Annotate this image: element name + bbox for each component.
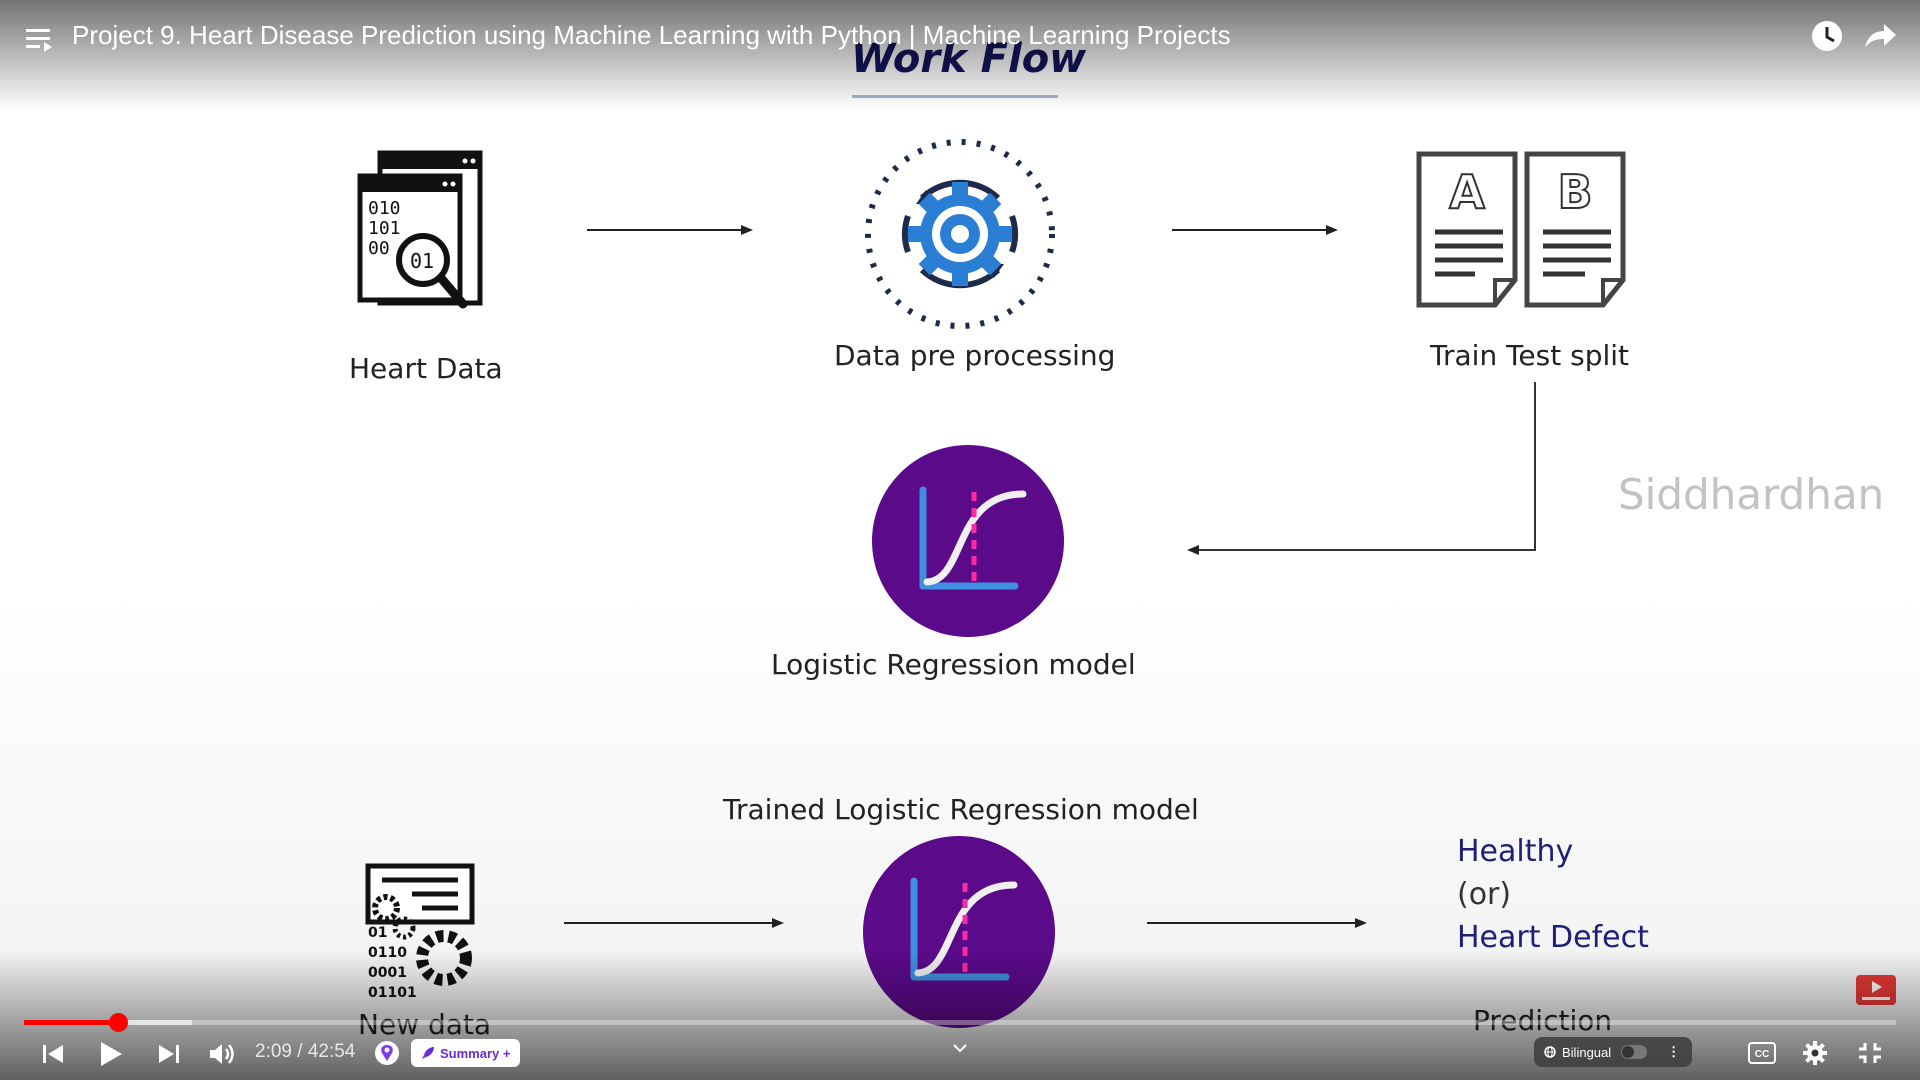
arrow-right	[1147, 918, 1367, 928]
bilingual-label: Bilingual	[1562, 1044, 1612, 1060]
more-options-icon[interactable]: ⋮	[1667, 1044, 1681, 1059]
doc-a-letter: A	[1449, 165, 1485, 219]
time-display: 2:09 / 42:54	[255, 1041, 355, 1063]
arrow-elbow	[1187, 382, 1536, 555]
summary-button[interactable]: Summary +	[411, 1039, 521, 1067]
time-current: 2:09	[255, 1041, 292, 1062]
new-data-line-4: 01101	[368, 985, 417, 1001]
new-data-line-2: 0110	[368, 945, 407, 961]
new-data-line-3: 0001	[368, 965, 407, 981]
label-heart-data: Heart Data	[349, 352, 503, 385]
time-total: 42:54	[307, 1041, 356, 1062]
label-trained-model: Trained Logistic Regression model	[723, 793, 1199, 826]
settings-gear-icon[interactable]	[1802, 1040, 1828, 1066]
play-icon[interactable]	[98, 1040, 124, 1068]
gear-icon	[865, 139, 1055, 329]
bilingual-switch[interactable]	[1621, 1045, 1648, 1059]
watch-later-icon[interactable]	[1810, 19, 1844, 53]
documents-icon: A B	[1416, 151, 1626, 308]
bilingual-toggle[interactable]: Bilingual ⋮	[1534, 1037, 1692, 1067]
arrow-right	[1172, 225, 1338, 235]
new-data-line-1: 01	[368, 925, 387, 941]
chapter-pin-icon[interactable]	[374, 1040, 400, 1066]
binary-line-1: 010	[368, 198, 401, 219]
binary-line-2: 101	[368, 218, 401, 239]
watermark: Siddhardhan	[1618, 470, 1885, 519]
label-healthy: Healthy	[1457, 834, 1574, 869]
arrow-right	[587, 225, 753, 235]
exit-fullscreen-icon[interactable]	[1858, 1042, 1882, 1064]
heart-data-icon: 010 101 00 01	[357, 150, 483, 309]
playlist-icon[interactable]	[26, 26, 54, 52]
previous-icon[interactable]	[42, 1043, 64, 1065]
label-logistic-model: Logistic Regression model	[771, 648, 1136, 681]
share-icon[interactable]	[1864, 22, 1898, 50]
label-pre-processing: Data pre processing	[834, 339, 1116, 372]
video-title[interactable]: Project 9. Heart Disease Prediction usin…	[72, 20, 1231, 50]
label-train-test-split: Train Test split	[1430, 339, 1630, 372]
trained-model-icon	[863, 836, 1055, 1028]
title-underline	[852, 95, 1058, 98]
chevron-down-icon[interactable]	[952, 1042, 968, 1054]
next-icon[interactable]	[158, 1043, 180, 1065]
rocket-icon	[422, 1047, 434, 1059]
progress-scrubber[interactable]	[108, 1013, 128, 1032]
volume-icon[interactable]	[208, 1041, 236, 1067]
logistic-model-icon	[872, 445, 1064, 637]
captions-label: CC	[1755, 1049, 1769, 1060]
magnifier-text: 01	[410, 249, 434, 273]
binary-line-3: 00	[368, 238, 390, 259]
subscribe-badge-icon[interactable]	[1856, 975, 1896, 1005]
progress-track[interactable]	[24, 1020, 1896, 1025]
label-heart-defect: Heart Defect	[1457, 920, 1649, 955]
new-data-icon: 01 0110 0001 01101	[365, 863, 475, 1001]
time-separator: /	[297, 1041, 303, 1062]
doc-b-letter: B	[1557, 165, 1592, 219]
arrow-right	[564, 918, 784, 928]
summary-label: Summary +	[440, 1045, 511, 1061]
globe-icon	[1544, 1046, 1556, 1058]
captions-icon[interactable]: CC	[1748, 1042, 1776, 1064]
label-or: (or)	[1457, 877, 1512, 912]
progress-played	[24, 1020, 118, 1025]
